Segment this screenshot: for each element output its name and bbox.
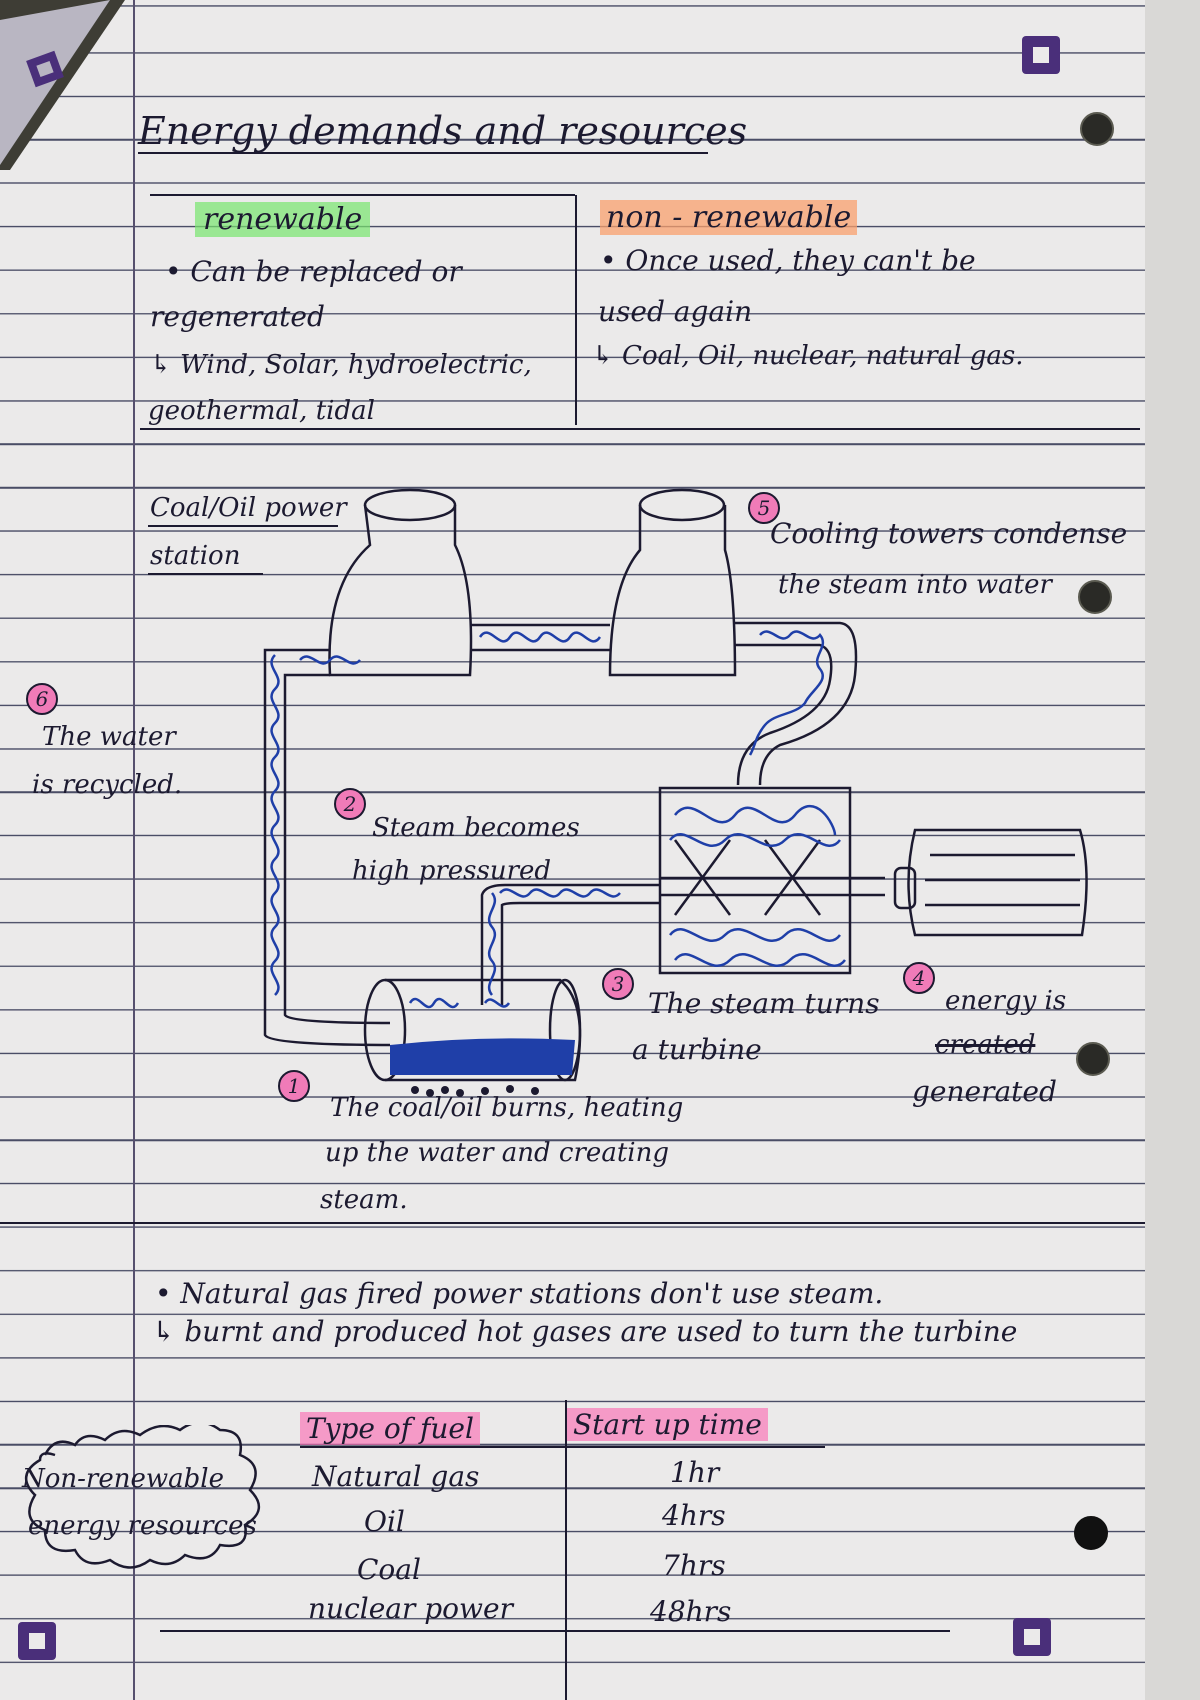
renewable-line: geothermal, tidal bbox=[148, 396, 375, 426]
step-1-text: The coal/oil burns, heating bbox=[330, 1093, 684, 1123]
step-3-text: a turbine bbox=[632, 1033, 762, 1066]
renewable-heading: renewable bbox=[195, 202, 371, 237]
gas-note-line: • Natural gas fired power stations don't… bbox=[155, 1277, 884, 1310]
resources-table-bottom bbox=[140, 428, 1140, 430]
cloud-label-line: energy resources bbox=[28, 1511, 257, 1541]
fuel-table-header-time: Start up time bbox=[567, 1408, 768, 1441]
step-3-text: The steam turns bbox=[648, 987, 880, 1020]
fuel-table-cell-time: 1hr bbox=[670, 1456, 720, 1489]
section-divider bbox=[0, 1222, 1145, 1224]
resources-table-divider bbox=[575, 195, 577, 425]
notebook-corner bbox=[0, 0, 125, 170]
step-4-struck-text: created bbox=[935, 1030, 1036, 1060]
notebook-page bbox=[0, 0, 1145, 1700]
renewable-line: ↳ Wind, Solar, hydroelectric, bbox=[150, 350, 532, 380]
step-6-number: 6 bbox=[26, 683, 58, 715]
non-renewable-line: • Once used, they can't be bbox=[600, 244, 976, 277]
gas-note-line: ↳ burnt and produced hot gases are used … bbox=[152, 1315, 1018, 1348]
step-2-text: high pressured bbox=[352, 856, 552, 886]
step-2-number: 2 bbox=[334, 788, 366, 820]
page-marker-bottom-left bbox=[18, 1622, 56, 1660]
fuel-table-bottom-line bbox=[160, 1630, 950, 1632]
renewable-line: • Can be replaced or bbox=[165, 255, 462, 288]
binder-hole bbox=[1076, 1042, 1110, 1076]
page-marker-top-right bbox=[1022, 36, 1060, 74]
binder-hole bbox=[1080, 112, 1114, 146]
fuel-table-cell-time: 4hrs bbox=[662, 1499, 726, 1532]
step-3-number: 3 bbox=[602, 968, 634, 1000]
fuel-table-cell-fuel: Coal bbox=[357, 1553, 421, 1586]
fuel-table-header-line bbox=[300, 1446, 825, 1448]
cloud-outline bbox=[25, 1425, 260, 1569]
renewable-line: regenerated bbox=[150, 300, 325, 333]
step-2-text: Steam becomes bbox=[372, 813, 580, 843]
step-5-text: the steam into water bbox=[778, 570, 1052, 600]
fuel-table-cell-time: 48hrs bbox=[650, 1595, 732, 1628]
step-6-text: is recycled. bbox=[32, 770, 183, 800]
binder-hole bbox=[1078, 580, 1112, 614]
fuel-table-cell-fuel: nuclear power bbox=[308, 1592, 513, 1625]
non-renewable-line: ↳ Coal, Oil, nuclear, natural gas. bbox=[592, 341, 1024, 371]
resources-table-top bbox=[150, 194, 575, 196]
cloud-label-line: Non-renewable bbox=[22, 1464, 224, 1494]
power-station-diagram bbox=[263, 488, 1088, 1097]
non-renewable-heading: non - renewable bbox=[600, 200, 858, 235]
diagram-label: Coal/Oil power bbox=[150, 493, 347, 523]
fuel-table-cell-time: 7hrs bbox=[662, 1549, 726, 1582]
step-1-text: up the water and creating bbox=[325, 1138, 669, 1168]
fuel-table-divider bbox=[565, 1400, 567, 1700]
fuel-table-header-fuel: Type of fuel bbox=[300, 1412, 480, 1445]
page-title: Energy demands and resources bbox=[138, 109, 748, 153]
step-1-text: steam. bbox=[320, 1185, 408, 1215]
step-4-text: energy is bbox=[945, 986, 1067, 1016]
step-5-number: 5 bbox=[748, 492, 780, 524]
non-renewable-line: used again bbox=[598, 295, 753, 328]
fuel-table-cell-fuel: Natural gas bbox=[312, 1460, 480, 1493]
diagram-label-underline bbox=[148, 573, 263, 575]
step-4-text: generated bbox=[912, 1075, 1057, 1108]
diagram-label-underline bbox=[148, 525, 338, 527]
page-marker-bottom-right bbox=[1013, 1618, 1051, 1656]
page-edge bbox=[1145, 0, 1200, 1700]
step-6-text: The water bbox=[42, 722, 176, 752]
step-4-number: 4 bbox=[903, 962, 935, 994]
title-underline bbox=[138, 152, 708, 154]
fuel-table-cell-fuel: Oil bbox=[364, 1505, 405, 1538]
binder-hole bbox=[1074, 1516, 1108, 1550]
diagram-label: station bbox=[150, 541, 241, 571]
step-5-text: Cooling towers condense bbox=[770, 517, 1128, 550]
margin-line bbox=[133, 0, 135, 1700]
step-1-number: 1 bbox=[278, 1070, 310, 1102]
